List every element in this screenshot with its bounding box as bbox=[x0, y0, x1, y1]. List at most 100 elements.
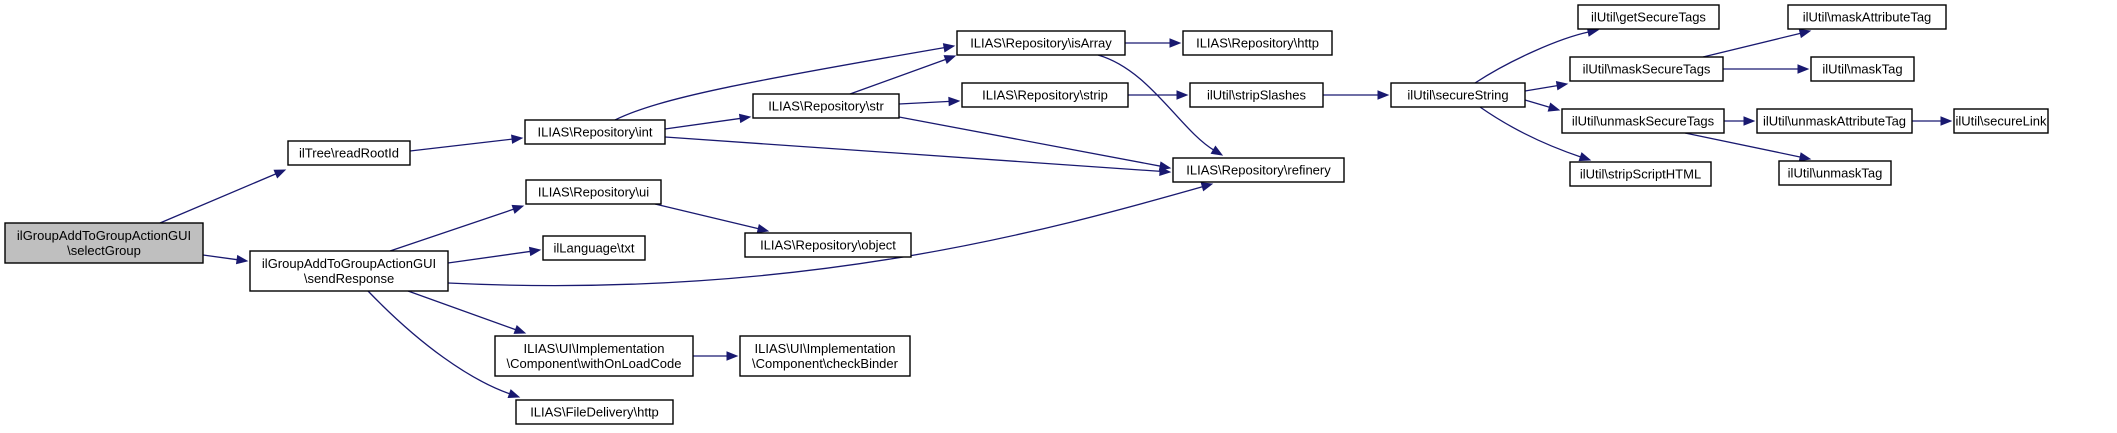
node-box bbox=[956, 30, 1126, 56]
arrowhead-icon bbox=[507, 389, 521, 399]
edge-isArray-to-refinery bbox=[1097, 54, 1224, 156]
node-label: ILIAS\Repository\int bbox=[538, 125, 653, 140]
node-label: ILIAS\Repository\str bbox=[768, 99, 884, 114]
node-label: ilLanguage\txt bbox=[554, 241, 635, 256]
edge-unmaskAttributeTag-to-secureLink bbox=[1912, 116, 1953, 126]
arrowhead-icon bbox=[511, 204, 525, 214]
edge-ui-to-object bbox=[654, 203, 770, 234]
arrowhead-icon bbox=[1578, 152, 1592, 162]
node-int[interactable]: ILIAS\Repository\int bbox=[524, 119, 666, 145]
edge-str-to-isArray bbox=[849, 55, 957, 95]
node-label: ilUtil\unmaskSecureTags bbox=[1572, 114, 1715, 129]
edge-line bbox=[1524, 84, 1559, 92]
node-box bbox=[287, 140, 411, 166]
edge-int-to-isArray bbox=[614, 43, 956, 121]
edge-line bbox=[1702, 32, 1802, 58]
node-strip[interactable]: ILIAS\Repository\strip bbox=[961, 82, 1129, 108]
node-unmaskSecureTags[interactable]: ilUtil\unmaskSecureTags bbox=[1561, 108, 1725, 134]
edge-line bbox=[849, 58, 947, 95]
edge-int-to-refinery bbox=[664, 136, 1172, 177]
nodes-layer: ilGroupAddToGroupActionGUI\selectGroup il… bbox=[4, 4, 2049, 425]
node-ui[interactable]: ILIAS\Repository\ui bbox=[525, 179, 662, 205]
edge-line bbox=[1097, 54, 1215, 151]
edge-line bbox=[1524, 99, 1551, 109]
edge-line bbox=[202, 254, 239, 261]
node-repoHttp[interactable]: ILIAS\Repository\http bbox=[1182, 30, 1333, 56]
node-refinery[interactable]: ILIAS\Repository\refinery bbox=[1172, 157, 1345, 183]
node-getSecureTags[interactable]: ilUtil\getSecureTags bbox=[1577, 4, 1720, 30]
edge-line bbox=[654, 203, 760, 230]
node-txt[interactable]: ilLanguage\txt bbox=[542, 235, 646, 261]
edge-selectGroup-to-readRootId bbox=[159, 169, 287, 224]
node-label: ILIAS\FileDelivery\http bbox=[530, 405, 659, 420]
node-label: ilUtil\maskSecureTags bbox=[1583, 62, 1711, 77]
arrowhead-icon bbox=[1797, 64, 1810, 74]
arrowhead-icon bbox=[1940, 116, 1953, 126]
edge-sendResponse-to-ui bbox=[389, 204, 525, 252]
edge-strip-to-stripSlashes bbox=[1128, 90, 1189, 100]
node-box bbox=[4, 222, 204, 264]
node-box bbox=[961, 82, 1129, 108]
node-label: ilUtil\maskTag bbox=[1822, 62, 1902, 77]
edge-str-to-strip bbox=[898, 96, 961, 107]
edge-line bbox=[1684, 132, 1802, 158]
node-label: ilUtil\maskAttributeTag bbox=[1803, 10, 1932, 25]
node-label: \Component\checkBinder bbox=[752, 356, 899, 371]
node-stripSlashes[interactable]: ilUtil\stripSlashes bbox=[1189, 82, 1324, 108]
node-stripScriptHTML[interactable]: ilUtil\stripScriptHTML bbox=[1569, 161, 1712, 187]
node-box bbox=[1778, 160, 1892, 186]
arrowhead-icon bbox=[942, 43, 956, 53]
node-fdHttp[interactable]: ILIAS\FileDelivery\http bbox=[515, 399, 674, 425]
node-unmaskTag[interactable]: ilUtil\unmaskTag bbox=[1778, 160, 1892, 186]
arrowhead-icon bbox=[528, 246, 542, 257]
node-withOnLoadCode[interactable]: ILIAS\UI\Implementation\Component\withOn… bbox=[494, 335, 694, 377]
node-str[interactable]: ILIAS\Repository\str bbox=[752, 93, 900, 119]
arrowhead-icon bbox=[726, 351, 739, 361]
edge-selectGroup-to-sendResponse bbox=[202, 254, 249, 265]
arrowhead-icon bbox=[738, 113, 752, 124]
edge-withOnLoadCode-to-checkBinder bbox=[693, 351, 739, 361]
node-box bbox=[1756, 108, 1913, 134]
node-object[interactable]: ILIAS\Repository\object bbox=[744, 232, 912, 258]
arrowhead-icon bbox=[513, 324, 527, 334]
edge-readRootId-to-int bbox=[409, 134, 524, 152]
node-box bbox=[1182, 30, 1333, 56]
node-secureLink[interactable]: ilUtil\secureLink bbox=[1953, 108, 2049, 134]
node-label: ilGroupAddToGroupActionGUI bbox=[262, 256, 436, 271]
arrowhead-icon bbox=[1169, 38, 1182, 48]
node-label: ILIAS\Repository\http bbox=[1196, 36, 1319, 51]
node-label: ILIAS\Repository\object bbox=[760, 238, 896, 253]
edge-line bbox=[367, 290, 511, 395]
node-label: ILIAS\Repository\ui bbox=[538, 185, 649, 200]
node-maskTag[interactable]: ilUtil\maskTag bbox=[1810, 56, 1915, 82]
node-selectGroup[interactable]: ilGroupAddToGroupActionGUI\selectGroup bbox=[4, 222, 204, 264]
edge-sendResponse-to-fdHttp bbox=[367, 290, 521, 399]
node-label: ILIAS\Repository\refinery bbox=[1186, 163, 1331, 178]
node-box bbox=[494, 335, 694, 377]
arrowhead-icon bbox=[943, 55, 957, 65]
node-box bbox=[1189, 82, 1324, 108]
edge-sendResponse-to-withOnLoadCode bbox=[407, 290, 527, 334]
edge-secureString-to-stripScriptHTML bbox=[1479, 106, 1592, 162]
node-box bbox=[744, 232, 912, 258]
node-label: ilUtil\stripSlashes bbox=[1207, 88, 1306, 103]
edge-int-to-str bbox=[664, 113, 752, 130]
arrowhead-icon bbox=[1377, 90, 1390, 100]
node-unmaskAttributeTag[interactable]: ilUtil\unmaskAttributeTag bbox=[1756, 108, 1913, 134]
node-maskAttributeTag[interactable]: ilUtil\maskAttributeTag bbox=[1787, 4, 1947, 30]
node-label: ilUtil\unmaskAttributeTag bbox=[1763, 114, 1906, 129]
node-readRootId[interactable]: ilTree\readRootId bbox=[287, 140, 411, 166]
edge-secureString-to-getSecureTags bbox=[1474, 27, 1600, 84]
node-isArray[interactable]: ILIAS\Repository\isArray bbox=[956, 30, 1126, 56]
node-maskSecureTags[interactable]: ilUtil\maskSecureTags bbox=[1569, 56, 1724, 82]
node-checkBinder[interactable]: ILIAS\UI\Implementation\Component\checkB… bbox=[739, 335, 911, 377]
node-sendResponse[interactable]: ilGroupAddToGroupActionGUI\sendResponse bbox=[249, 250, 449, 292]
arrowhead-icon bbox=[1158, 161, 1172, 171]
edge-line bbox=[664, 117, 742, 130]
edge-line bbox=[407, 290, 517, 331]
arrowhead-icon bbox=[1210, 145, 1224, 156]
node-box bbox=[1172, 157, 1345, 183]
node-box bbox=[1953, 108, 2049, 134]
edge-line bbox=[447, 250, 532, 264]
node-secureString[interactable]: ilUtil\secureString bbox=[1390, 82, 1526, 108]
